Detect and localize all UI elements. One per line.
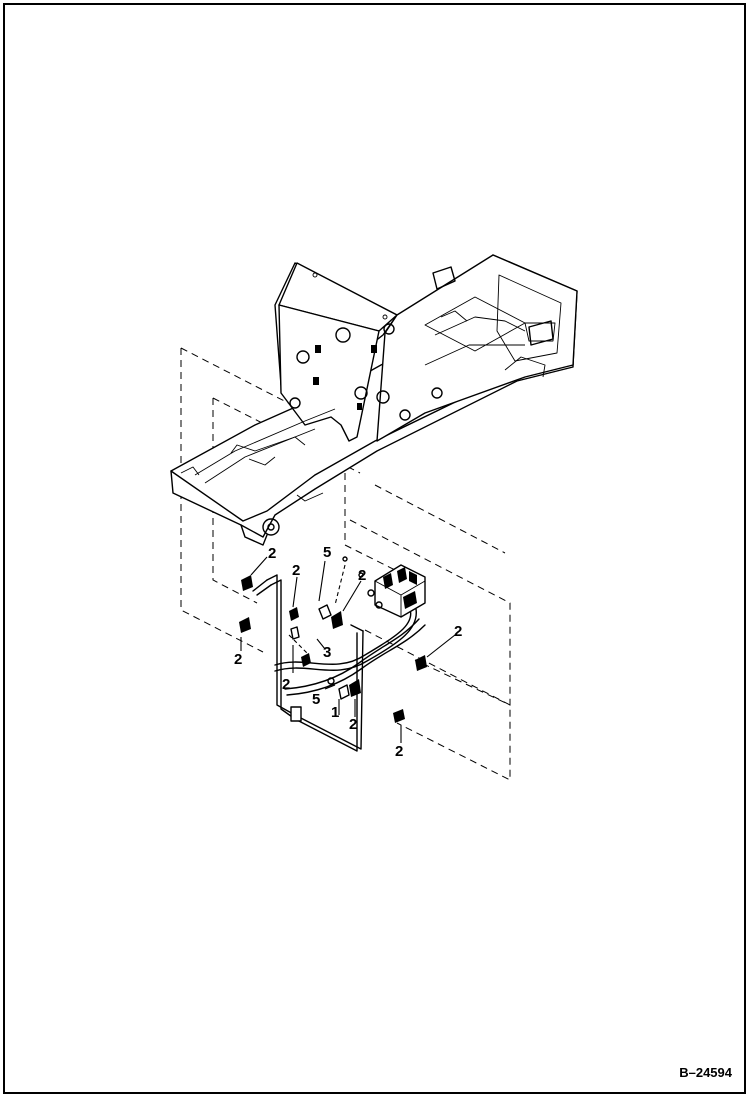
callout-2: 2 <box>282 676 290 693</box>
clamp-part <box>331 611 343 629</box>
drawing-frame: 2 2 5 2 2 3 2 2 5 1 2 2 B–24594 <box>3 3 746 1094</box>
callout-labels: 2 2 5 2 2 3 2 2 5 1 2 2 <box>234 544 462 760</box>
clamp-part <box>415 655 427 671</box>
callout-2: 2 <box>395 743 403 760</box>
callout-5: 5 <box>312 691 320 708</box>
leader-lines <box>240 556 456 743</box>
fitting-part <box>342 556 348 562</box>
callout-1: 1 <box>331 704 339 721</box>
callout-2: 2 <box>454 623 462 640</box>
drawing-reference-number: B–24594 <box>679 1065 732 1080</box>
fittings <box>290 556 364 700</box>
callout-2: 2 <box>349 716 357 733</box>
callout-3: 3 <box>323 644 331 661</box>
callout-2: 2 <box>268 545 276 562</box>
fitting-part <box>327 677 335 685</box>
clamp-part <box>393 709 405 723</box>
main-frame <box>170 254 578 546</box>
fitting-part <box>290 626 300 640</box>
clamp-part <box>301 653 311 667</box>
callout-2: 2 <box>234 651 242 668</box>
fitting-part <box>338 684 350 700</box>
clamp-part <box>239 617 251 633</box>
callout-5: 5 <box>323 544 331 561</box>
clamp-part <box>289 607 299 621</box>
callout-2: 2 <box>292 562 300 579</box>
exploded-parts-diagram: 2 2 5 2 2 3 2 2 5 1 2 2 <box>170 254 578 781</box>
fitting-part <box>358 572 364 578</box>
callout-2: 2 <box>358 567 366 584</box>
hydraulic-tube-assembly <box>252 564 426 752</box>
fitting-part <box>318 604 332 620</box>
clamp-part <box>241 575 253 591</box>
clamp-part <box>349 679 361 697</box>
clamp-parts <box>239 575 427 723</box>
